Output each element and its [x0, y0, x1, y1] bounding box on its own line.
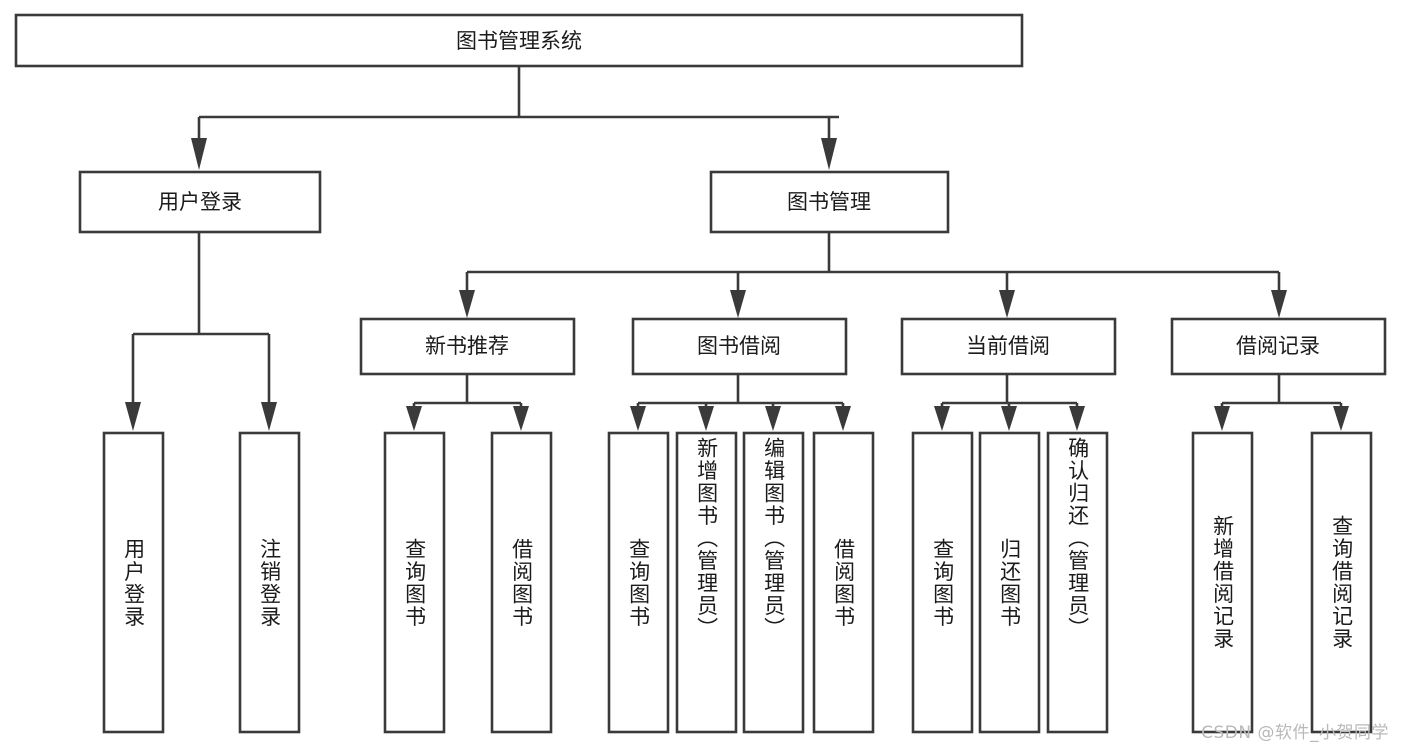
- arrow-head-new-book: [459, 290, 475, 318]
- node-borrow-record-label: 借阅记录: [1236, 334, 1320, 358]
- node-book-manage[interactable]: 图书管理: [709, 170, 950, 234]
- arrow-head-bb-add: [698, 406, 714, 431]
- node-new-book-box[interactable]: [359, 317, 576, 376]
- node-current-borrow[interactable]: 当前借阅: [900, 317, 1117, 376]
- node-book-borrow-box[interactable]: [631, 317, 848, 376]
- leaf-box-nb-borrow[interactable]: [490, 431, 553, 734]
- leaf-box-cb-confirm[interactable]: [1046, 431, 1109, 734]
- leaf-box-bb-query[interactable]: [607, 431, 670, 734]
- node-user-login-box[interactable]: [78, 170, 322, 234]
- node-book-borrow-label: 图书借阅: [697, 334, 781, 358]
- node-user-login[interactable]: 用户登录: [78, 170, 322, 234]
- arrow-head-user-login: [191, 138, 207, 170]
- arrow-head-leaf-logout: [261, 402, 277, 431]
- node-user-login-label: 用户登录: [158, 190, 242, 214]
- node-new-book[interactable]: 新书推荐: [359, 317, 576, 376]
- leaf-box-bb-add[interactable]: [675, 431, 738, 734]
- arrow-head-br-add: [1214, 406, 1230, 431]
- node-new-book-label: 新书推荐: [425, 334, 509, 358]
- leaf-box-cb-return[interactable]: [978, 431, 1041, 734]
- node-borrow-record-box[interactable]: [1170, 317, 1387, 376]
- leaf-box-bb-borrow[interactable]: [812, 431, 875, 734]
- arrow-head-bb-borrow: [835, 406, 851, 431]
- node-book-manage-label: 图书管理: [787, 190, 871, 214]
- leaf-box-nb-query[interactable]: [383, 431, 446, 734]
- arrow-head-cb-confirm: [1069, 406, 1085, 431]
- csdn-watermark: CSDN @软件_小贺同学: [1201, 723, 1389, 743]
- arrow-head-leaf-user-login: [125, 402, 141, 431]
- arrow-head-nb-query: [406, 406, 422, 431]
- node-book-borrow[interactable]: 图书借阅: [631, 317, 848, 376]
- arrow-head-borrow-record: [1271, 290, 1287, 318]
- leaf-box-cb-query[interactable]: [911, 431, 974, 734]
- node-root-label: 图书管理系统: [456, 29, 582, 53]
- connector-root-to-level2: [191, 66, 839, 170]
- node-root-box[interactable]: [14, 13, 1024, 68]
- leaf-boxes: [102, 431, 1373, 734]
- leaf-box-bb-edit[interactable]: [742, 431, 805, 734]
- node-current-borrow-label: 当前借阅: [966, 334, 1050, 358]
- connector-borrow-record-to-leaves: [1214, 374, 1349, 431]
- node-root[interactable]: 图书管理系统: [14, 13, 1024, 68]
- connector-book-manage-to-level3: [459, 232, 1287, 318]
- connector-book-borrow-to-leaves: [630, 374, 851, 431]
- arrow-head-cb-return: [1001, 406, 1017, 431]
- arrow-head-bb-edit: [765, 406, 781, 431]
- leaf-box-br-add[interactable]: [1191, 431, 1254, 734]
- arrow-head-nb-borrow: [513, 406, 529, 431]
- arrow-head-bb-query: [630, 406, 646, 431]
- connector-user-login-to-leaves: [125, 232, 277, 431]
- arrow-head-book-manage: [821, 138, 837, 170]
- node-book-manage-box[interactable]: [709, 170, 950, 234]
- arrow-head-br-query: [1333, 406, 1349, 431]
- arrow-head-cb-query: [934, 406, 950, 431]
- connector-current-borrow-to-leaves: [934, 374, 1085, 431]
- connector-new-book-to-leaves: [406, 374, 529, 431]
- node-current-borrow-box[interactable]: [900, 317, 1117, 376]
- arrow-head-book-borrow: [730, 290, 746, 318]
- leaf-box-br-query[interactable]: [1310, 431, 1373, 734]
- leaf-box-user-login[interactable]: [102, 431, 165, 734]
- node-borrow-record[interactable]: 借阅记录: [1170, 317, 1387, 376]
- leaf-box-logout[interactable]: [238, 431, 301, 734]
- arrow-head-current-borrow: [999, 290, 1015, 318]
